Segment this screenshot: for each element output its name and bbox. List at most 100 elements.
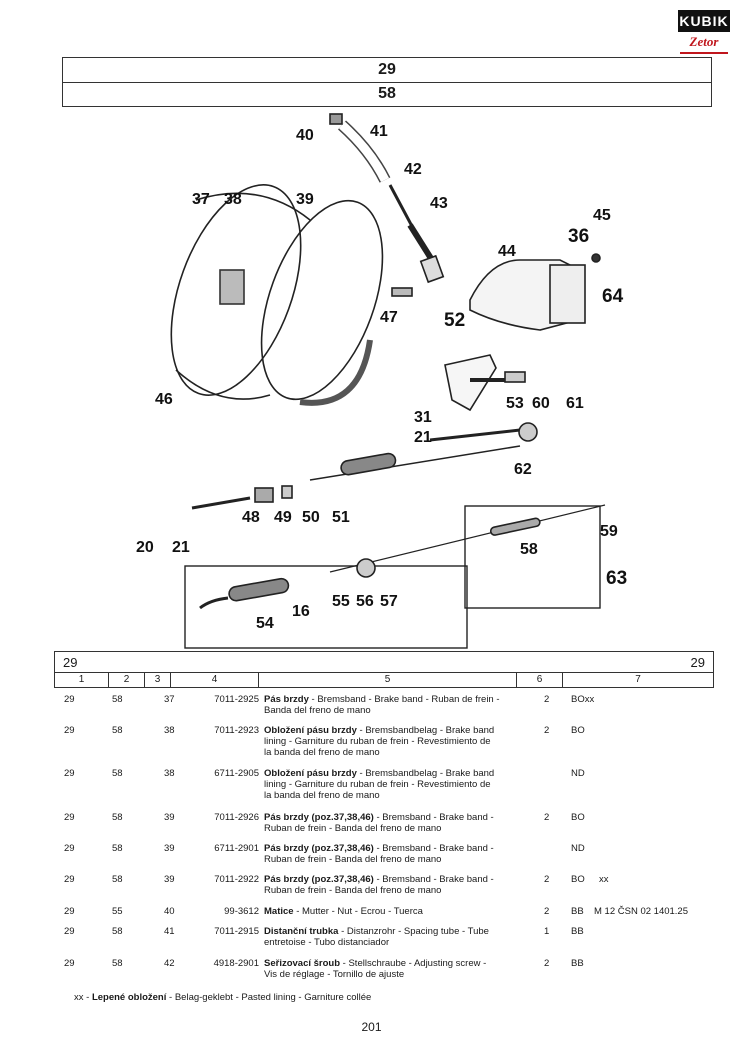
- subgroup-header: 58: [62, 82, 712, 107]
- callout-46: 46: [155, 391, 173, 408]
- callout-49: 49: [274, 509, 292, 526]
- callout-60: 60: [532, 395, 550, 412]
- cell-code: BB: [571, 926, 584, 937]
- lining-patch: [219, 269, 245, 305]
- brake-rod: [429, 428, 521, 442]
- cell-subgroup: 58: [112, 926, 123, 937]
- callout-45: 45: [593, 207, 611, 224]
- cell-part-number: 6711-2901: [214, 843, 259, 854]
- callout-62: 62: [514, 461, 532, 478]
- callout-47: 47: [380, 309, 398, 326]
- callout-40: 40: [296, 127, 314, 144]
- page-number: 201: [361, 1020, 382, 1034]
- cell-code: BO: [571, 874, 585, 885]
- cell-description: Pás brzdy (poz.37,38,46) - Bremsband - B…: [264, 874, 494, 896]
- table-group-right: 29: [690, 655, 705, 670]
- cell-subgroup: 55: [112, 906, 123, 917]
- brake-drum-rim: [195, 192, 311, 221]
- col-header-4: 4: [171, 673, 259, 687]
- cell-quantity: 1: [544, 926, 550, 937]
- cell-position: 42: [164, 958, 175, 969]
- cell-part-number: 7011-2922: [214, 874, 259, 885]
- cell-subgroup: 58: [112, 725, 123, 736]
- cell-part-number: 7011-2925: [214, 694, 259, 705]
- cell-note: xx: [599, 874, 609, 885]
- cell-code: BB: [571, 958, 584, 969]
- callout-21a: 21: [414, 429, 432, 446]
- cell-position: 37: [164, 694, 175, 705]
- cell-subgroup: 58: [112, 874, 123, 885]
- cell-position: 39: [164, 843, 175, 854]
- table-group-left: 29: [63, 655, 78, 670]
- cell-quantity: 2: [544, 812, 550, 823]
- nut: [329, 113, 343, 125]
- callout-43: 43: [430, 195, 448, 212]
- column-header-row: 1 2 3 4 5 6 7: [55, 673, 713, 687]
- cell-quantity: 2: [544, 906, 550, 917]
- cell-code: BB: [571, 906, 584, 917]
- callout-63: 63: [606, 568, 627, 589]
- cell-part-number: 7011-2926: [214, 812, 259, 823]
- cell-quantity: 2: [544, 694, 550, 705]
- cell-description: Seřizovací šroub - Stellschraube - Adjus…: [264, 958, 487, 980]
- cell-subgroup: 58: [112, 768, 123, 779]
- callout-56: 56: [356, 593, 374, 610]
- callout-61: 61: [566, 395, 584, 412]
- callout-55: 55: [332, 593, 350, 610]
- cell-code: BO: [571, 725, 585, 736]
- cell-description: Pás brzdy (poz.37,38,46) - Bremsband - B…: [264, 843, 494, 865]
- callout-57: 57: [380, 593, 398, 610]
- cell-description: Obložení pásu brzdy - Bremsbandbelag - B…: [264, 768, 495, 801]
- cell-code: BOxx: [571, 694, 595, 705]
- callout-31: 31: [414, 409, 432, 426]
- cell-group: 29: [64, 874, 75, 885]
- callout-21b: 21: [172, 539, 190, 556]
- cell-description: Pás brzdy - Bremsband - Brake band - Rub…: [264, 694, 500, 716]
- cell-part-number: 4918-2901: [213, 958, 259, 969]
- cell-part-number: 7011-2915: [214, 926, 259, 937]
- cell-quantity: 2: [544, 958, 550, 969]
- col-header-3: 3: [145, 673, 171, 687]
- cell-group: 29: [64, 926, 75, 937]
- brand-name: KUBIK: [678, 10, 730, 32]
- parts-table-header: 29 29 1 2 3 4 5 6 7: [54, 651, 714, 688]
- cell-code: ND: [571, 843, 585, 854]
- cell-group: 29: [64, 725, 75, 736]
- box-63: [464, 505, 601, 609]
- cell-group: 29: [64, 958, 75, 969]
- cell-code: ND: [571, 768, 585, 779]
- callout-42: 42: [404, 161, 422, 178]
- cell-position: 39: [164, 874, 175, 885]
- callout-64: 64: [602, 286, 624, 307]
- cell-part-number: 99-3612: [224, 906, 259, 917]
- callout-59: 59: [600, 523, 618, 540]
- cell-quantity: 2: [544, 874, 550, 885]
- cell-description: Distanční trubka - Distanzrohr - Spacing…: [264, 926, 489, 948]
- callout-58: 58: [520, 541, 538, 558]
- callout-36: 36: [568, 226, 589, 247]
- cell-position: 38: [164, 725, 175, 736]
- cell-position: 38: [164, 768, 175, 779]
- cell-description: Pás brzdy (poz.37,38,46) - Bremsband - B…: [264, 812, 494, 834]
- cell-position: 41: [164, 926, 175, 937]
- callout-54: 54: [256, 615, 274, 632]
- box-lower: [184, 565, 468, 649]
- brand-sub: Zetor: [689, 34, 719, 49]
- callout-39: 39: [296, 191, 314, 208]
- cell-subgroup: 58: [112, 694, 123, 705]
- cell-description: Matice - Mutter - Nut - Ecrou - Tuerca: [264, 906, 423, 917]
- col-header-6: 6: [517, 673, 563, 687]
- callout-37: 37: [192, 191, 210, 208]
- col-header-7: 7: [635, 674, 641, 685]
- callout-52: 52: [444, 310, 465, 331]
- callout-38: 38: [224, 191, 242, 208]
- footnote-mark: xx -: [74, 992, 90, 1003]
- callout-41: 41: [370, 123, 388, 140]
- callout-20: 20: [136, 539, 154, 556]
- footnote: xx - Lepené obložení - Belag-geklebt - P…: [74, 992, 371, 1003]
- callout-50: 50: [302, 509, 320, 526]
- callout-44: 44: [498, 243, 516, 260]
- footnote-text: - Belag-geklebt - Pasted lining - Garnit…: [166, 992, 372, 1003]
- callout-53: 53: [506, 395, 524, 412]
- cable: [309, 445, 521, 481]
